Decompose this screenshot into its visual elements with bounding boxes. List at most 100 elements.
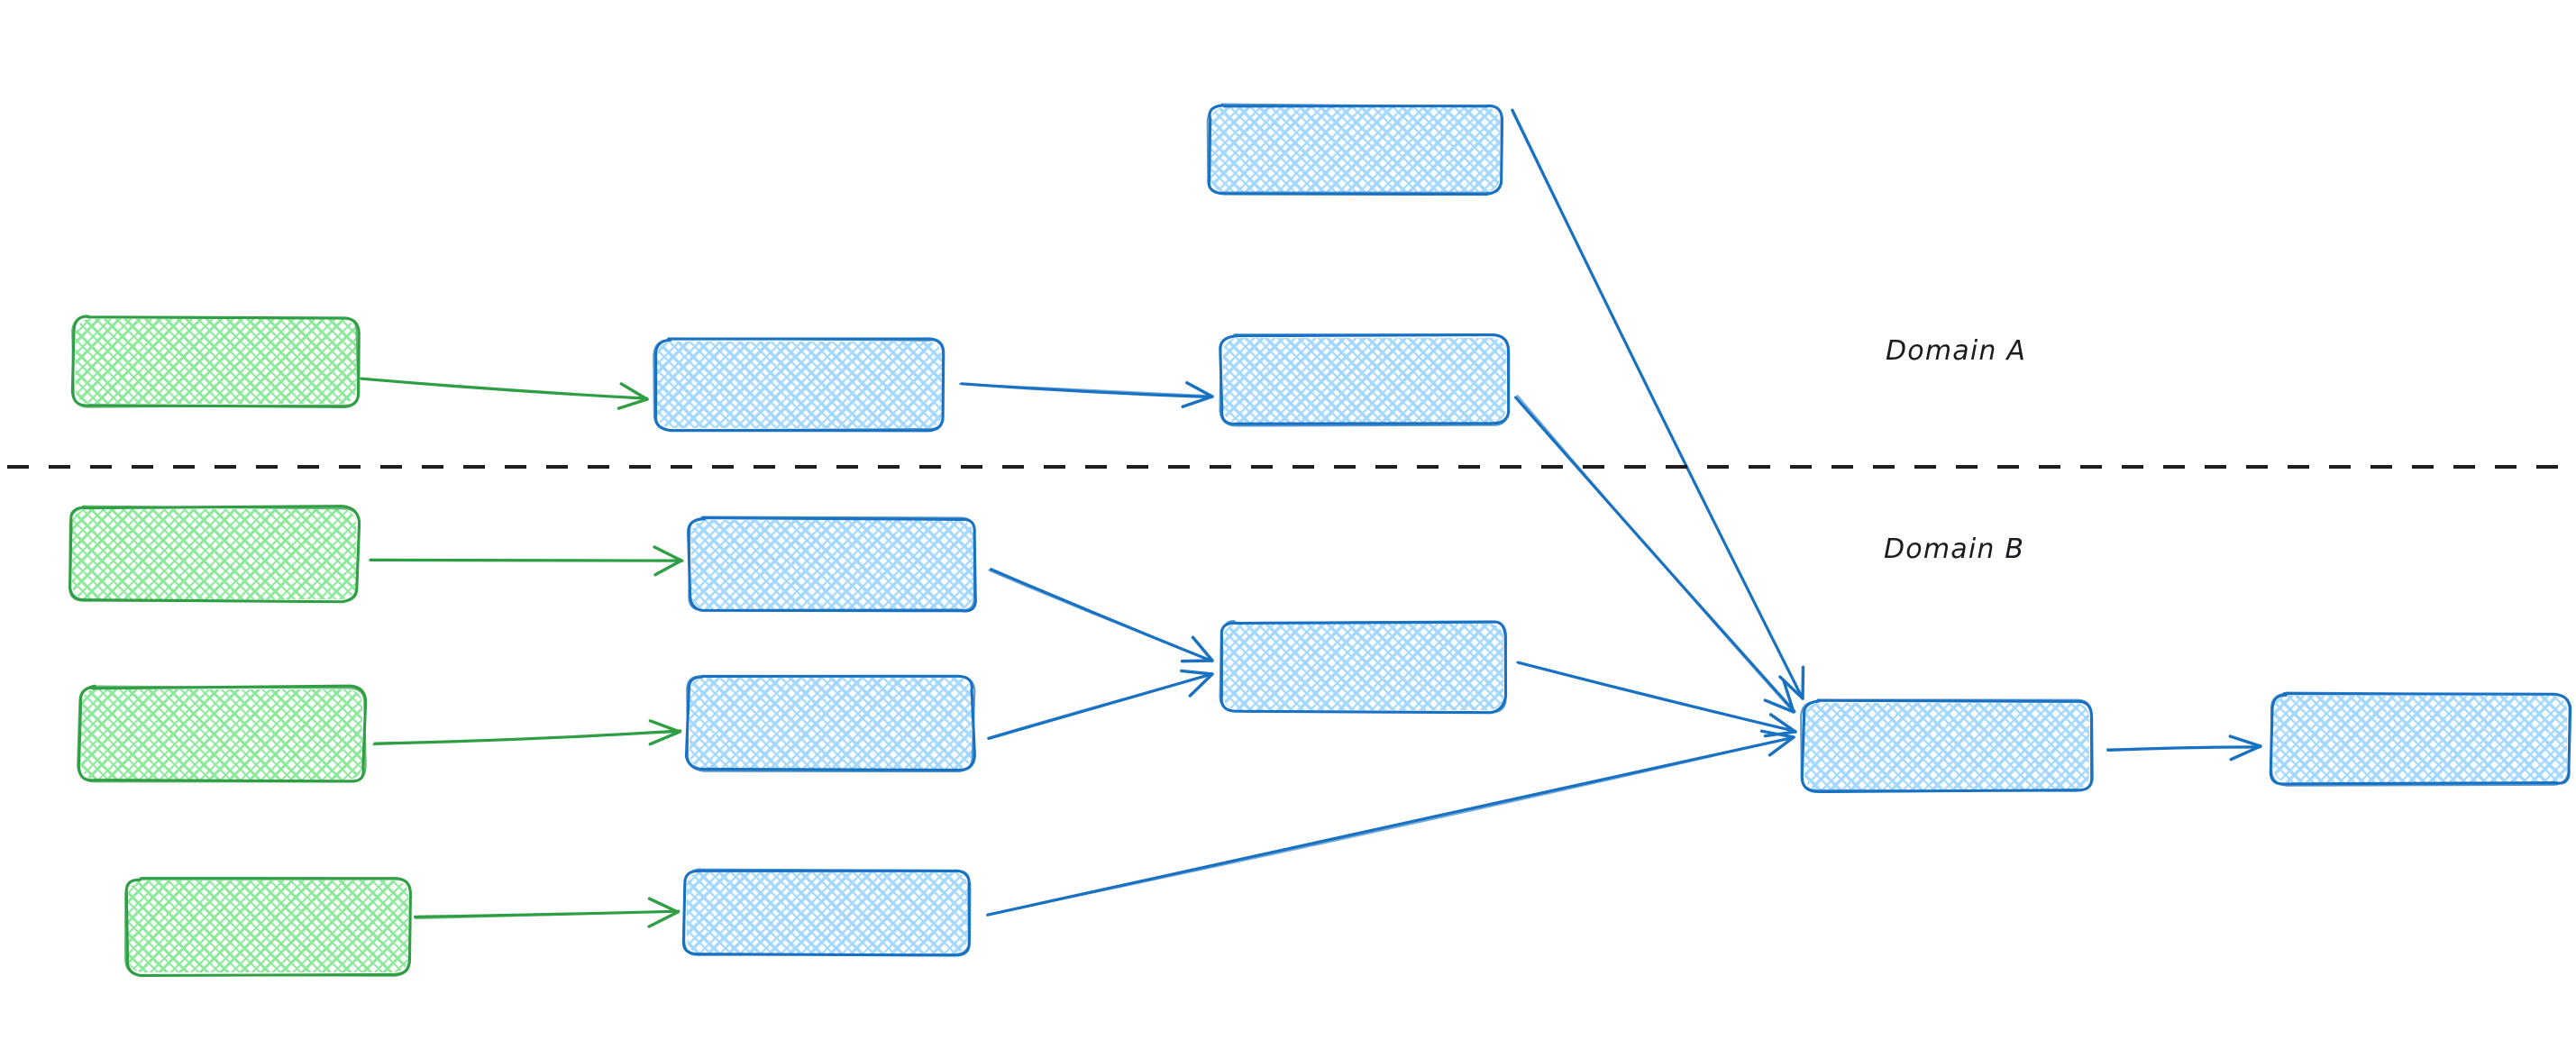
edge-line	[358, 377, 649, 400]
arrowhead-stroke	[653, 559, 683, 577]
edge-e6[interactable]	[371, 719, 682, 746]
node-outline	[69, 505, 361, 603]
node-fill	[2273, 696, 2567, 782]
node-outline	[688, 515, 976, 611]
edge-line	[2106, 745, 2262, 751]
arrowhead-stroke	[617, 397, 649, 410]
node-outline	[1219, 333, 1510, 427]
node-outline	[77, 685, 367, 783]
arrowhead-stroke	[1782, 679, 1795, 714]
node-fill	[1210, 107, 1500, 192]
node-fill	[72, 509, 356, 599]
arrowhead-stroke	[1181, 395, 1214, 408]
node-fill	[76, 319, 356, 404]
node-b3[interactable]	[687, 515, 977, 613]
node-fill	[691, 520, 973, 609]
node-outline	[71, 315, 360, 408]
edge-line	[987, 736, 1795, 916]
edge-e2[interactable]	[958, 381, 1214, 408]
arrowhead-stroke	[2228, 734, 2262, 748]
node-outline	[2270, 691, 2571, 787]
edge-line	[986, 735, 1795, 917]
arrowhead-icon	[1180, 669, 1214, 698]
arrowhead-stroke	[1759, 729, 1795, 739]
node-outline	[686, 675, 976, 773]
node-fill	[81, 689, 362, 780]
node-g3[interactable]	[77, 684, 368, 783]
edge-e11[interactable]	[986, 729, 1795, 917]
edge-line	[370, 558, 682, 561]
node-b2[interactable]	[1219, 333, 1511, 427]
domain-a-label: Domain A	[1886, 335, 2027, 367]
node-b0[interactable]	[1206, 103, 1504, 196]
arrowhead-icon	[1763, 679, 1795, 714]
arrowhead-icon	[1180, 635, 1214, 663]
arrowhead-icon	[2228, 734, 2262, 762]
arrowhead-stroke	[1801, 665, 1805, 700]
edge-e7[interactable]	[413, 897, 681, 928]
arrowhead-stroke	[1768, 735, 1795, 757]
edge-line	[1510, 109, 1804, 700]
node-outline	[1800, 698, 2094, 792]
node-g2[interactable]	[69, 505, 361, 604]
arrowhead-icon	[617, 382, 649, 410]
arrowhead-stroke	[647, 897, 680, 914]
node-outline	[124, 876, 412, 977]
arrowhead-stroke	[1191, 635, 1214, 662]
edge-e8[interactable]	[988, 568, 1214, 663]
edge-line	[415, 910, 680, 920]
edges-layer	[358, 108, 2262, 928]
edge-line	[1516, 394, 1795, 714]
node-outline	[653, 337, 945, 432]
arrowhead-stroke	[619, 382, 649, 401]
edge-e1[interactable]	[358, 377, 649, 410]
arrowhead-icon	[1759, 729, 1795, 757]
edge-e10[interactable]	[1515, 661, 1797, 738]
edge-line	[988, 569, 1213, 661]
node-outline	[683, 868, 972, 956]
arrowhead-stroke	[1188, 672, 1214, 698]
node-b8[interactable]	[2269, 691, 2572, 787]
node-b5[interactable]	[681, 868, 972, 957]
arrowhead-stroke	[647, 910, 680, 928]
edge-e9[interactable]	[987, 669, 1214, 741]
nodes-layer	[69, 103, 2572, 978]
node-fill	[690, 678, 972, 769]
node-b6[interactable]	[1219, 620, 1508, 715]
node-fill	[1223, 624, 1503, 710]
node-b7[interactable]	[1800, 698, 2094, 794]
arrowhead-stroke	[1763, 698, 1795, 714]
node-g1[interactable]	[70, 315, 361, 408]
arrowhead-stroke	[648, 719, 681, 734]
node-fill	[1804, 703, 2089, 789]
arrowhead-stroke	[653, 545, 683, 562]
arrowhead-icon	[648, 719, 681, 746]
node-outline	[1219, 620, 1508, 714]
arrowhead-icon	[653, 545, 683, 577]
edge-e12[interactable]	[2106, 734, 2262, 762]
node-fill	[128, 880, 408, 972]
arrowhead-stroke	[648, 730, 681, 746]
node-fill	[1223, 338, 1506, 423]
edge-e3[interactable]	[1510, 108, 1805, 700]
arrowhead-stroke	[1180, 669, 1214, 676]
node-b1[interactable]	[653, 337, 945, 433]
node-fill	[657, 342, 942, 428]
edge-line	[371, 731, 681, 746]
edge-line	[958, 382, 1213, 397]
node-b4[interactable]	[684, 674, 976, 773]
arrowhead-stroke	[2229, 744, 2262, 762]
node-g4[interactable]	[124, 876, 412, 978]
arrowhead-stroke	[1185, 381, 1214, 398]
edge-e5[interactable]	[369, 545, 684, 577]
edge-line	[1515, 661, 1797, 733]
arrowhead-stroke	[1768, 713, 1797, 734]
edge-line	[373, 729, 682, 745]
edge-e4[interactable]	[1514, 394, 1796, 714]
edge-line	[987, 673, 1213, 739]
node-outline	[70, 315, 361, 408]
node-fill	[687, 871, 967, 953]
node-outline	[1206, 103, 1503, 194]
